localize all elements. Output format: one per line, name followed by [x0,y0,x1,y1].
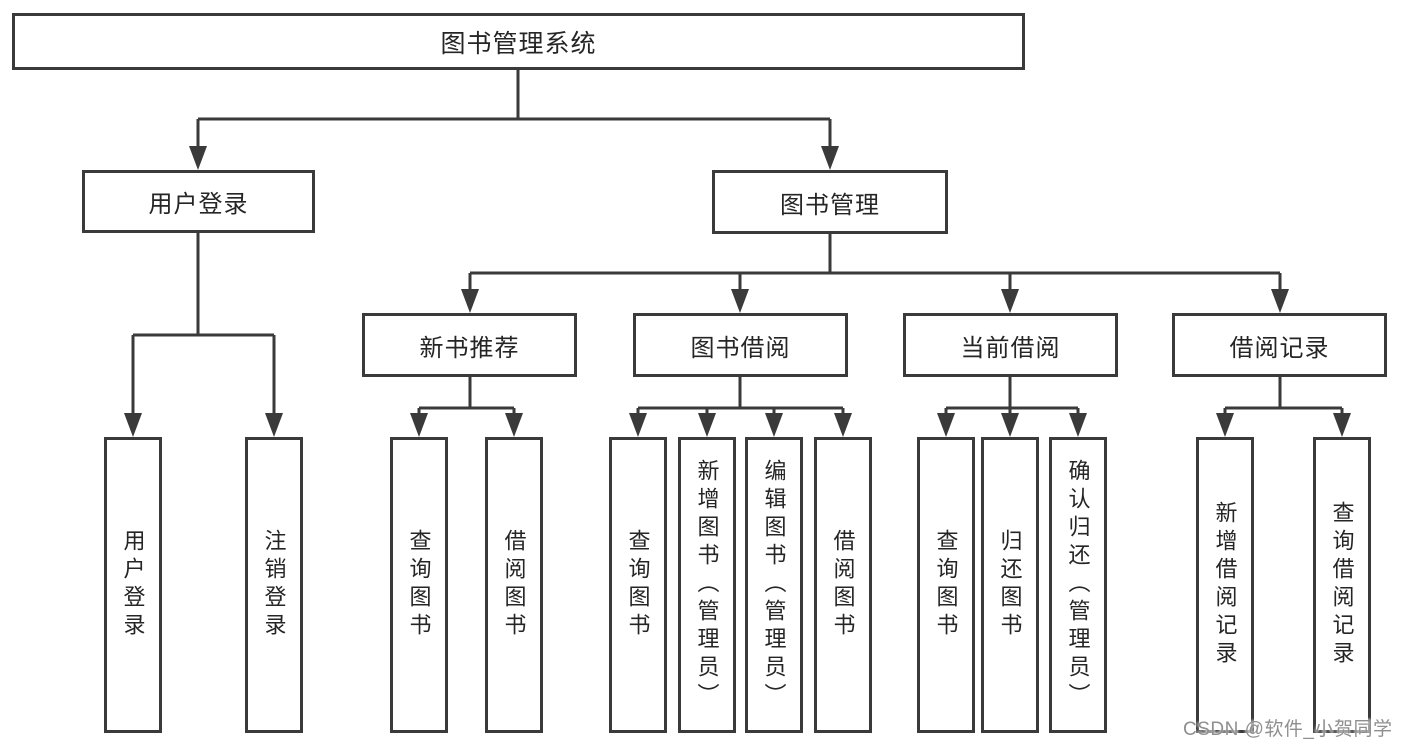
arrowheads [124,146,1351,437]
leaf-borrow-book-nb: 借阅图书 [485,437,543,733]
node-label: 借阅记录 [1229,334,1330,362]
leaf-query-book-cb: 查询图书 [917,437,975,733]
leaf-add-borrow-record: 新增借阅记录 [1196,437,1254,733]
leaf-query-book-nb: 查询图书 [390,437,448,733]
csdn-watermark: CSDN @软件_小贺同学 [1183,719,1393,740]
leaf-user-login: 用户登录 [104,437,162,733]
node-label: 查询图书 [625,529,651,641]
node-label: 图书管理 [780,191,880,219]
leaf-query-book-bb: 查询图书 [609,437,667,733]
node-new-book-recommend: 新书推荐 [362,313,577,377]
node-label: 图书管理系统 [440,29,597,58]
leaf-return-book: 归还图书 [981,437,1039,733]
node-user-login: 用户登录 [82,170,315,233]
node-label: 用户登录 [120,529,146,641]
leaf-edit-book-admin: 编辑图书（管理员） [745,437,803,733]
node-book-borrow: 图书借阅 [633,313,848,377]
node-label: 新增图书（管理员） [694,459,720,711]
node-label: 当前借阅 [960,334,1061,362]
leaf-logout: 注销登录 [245,437,303,733]
node-label: 编辑图书（管理员） [761,459,787,711]
node-label: 归还图书 [997,529,1023,641]
node-label: 新增借阅记录 [1212,501,1238,669]
node-borrow-records: 借阅记录 [1172,313,1387,377]
node-label: 确认归还（管理员） [1065,459,1091,711]
node-label: 注销登录 [261,529,287,641]
node-label: 查询借阅记录 [1329,501,1355,669]
leaf-confirm-return-admin: 确认归还（管理员） [1049,437,1107,733]
node-label: 图书借阅 [690,334,791,362]
node-label: 查询图书 [933,529,959,641]
leaf-add-book-admin: 新增图书（管理员） [678,437,736,733]
node-current-borrow: 当前借阅 [903,313,1118,377]
node-label: 查询图书 [406,529,432,641]
node-label: 用户登录 [148,191,249,218]
node-label: 借阅图书 [830,529,856,641]
node-book-management: 图书管理 [712,170,948,234]
leaf-borrow-book-bb: 借阅图书 [814,437,872,733]
node-label: 借阅图书 [501,529,527,641]
node-root: 图书管理系统 [12,13,1025,70]
node-label: 新书推荐 [419,334,520,362]
leaf-query-borrow-record: 查询借阅记录 [1313,437,1371,733]
